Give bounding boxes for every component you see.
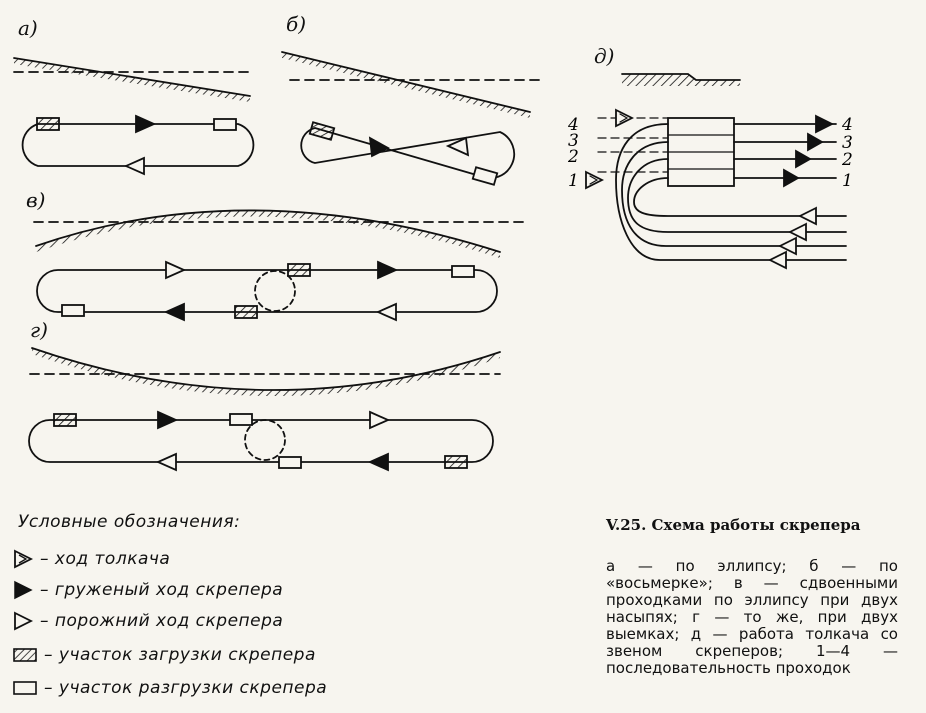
turn-circle-g	[244, 419, 286, 461]
empty-arrow-d2	[787, 222, 807, 242]
unloading-zone-v1	[451, 265, 475, 278]
empty-arrow-d1	[797, 206, 817, 226]
dashed-approach-lines-d	[597, 117, 669, 173]
loaded-arrow-v1	[377, 260, 399, 280]
legend-title: Условные обозначения:	[18, 512, 241, 532]
unloading-zone-b	[471, 166, 499, 186]
empty-arrow-g1	[369, 410, 391, 430]
pass-number-left-4: 4	[567, 115, 579, 135]
loading-zone-v1	[287, 263, 311, 277]
legend-text-unloading: – участок разгрузки скрепера	[44, 678, 328, 698]
empty-arrow-b	[445, 136, 470, 157]
loaded-arrow-d2	[795, 149, 812, 169]
loading-zone-b	[308, 121, 336, 141]
panel-b-graphic	[281, 51, 541, 186]
panel-label-b: б)	[286, 12, 307, 36]
loaded-arrow-d3	[807, 132, 824, 152]
loaded-arrow-g2	[367, 452, 389, 472]
open-triangle-icon	[14, 611, 34, 631]
loaded-arrow-g1	[157, 410, 179, 430]
loaded-arrow-v2	[163, 302, 185, 322]
ground-hatch-g	[32, 348, 500, 397]
empty-arrow-d4	[767, 250, 787, 270]
pass-number-left-2: 2	[567, 147, 579, 167]
work-zone-dividers-d	[667, 134, 735, 170]
legend-item-loading: – участок загрузки скрепера	[12, 642, 316, 668]
loading-zone-g1	[53, 413, 77, 427]
pass-number-right-4: 4	[841, 115, 853, 135]
unloading-zone-v2	[61, 304, 85, 317]
pass-number-right-3: 3	[842, 133, 853, 153]
pass-numbers-left: 4 3 2 1	[567, 115, 579, 191]
turn-circle-v	[254, 270, 296, 312]
ground-hatch-d	[622, 74, 740, 86]
loaded-arrow-d4	[815, 114, 835, 134]
return-curve-d1	[633, 177, 847, 217]
pass-number-left-1: 1	[568, 171, 579, 191]
legend-item-pusher: – ход толкача	[12, 546, 170, 572]
panel-v-graphic	[33, 209, 527, 322]
ground-arc-g	[31, 347, 501, 391]
legend-text-pusher: – ход толкача	[40, 549, 171, 569]
return-curve-d4	[615, 123, 847, 261]
panel-label-v: в)	[26, 188, 46, 212]
empty-rectangle-icon	[13, 681, 37, 695]
legend-text-loaded: – груженый ход скрепера	[40, 580, 284, 600]
loading-zone-v2	[234, 305, 258, 319]
route-figure-eight-b	[300, 127, 516, 180]
ground-hatch-b	[282, 52, 530, 118]
unloading-zone-g2	[278, 456, 302, 469]
empty-arrow-d3	[777, 236, 797, 256]
figure-caption-body: а — по эллипсу; б — по «восьмерке»; в — …	[606, 557, 898, 677]
loaded-arrow-a	[135, 114, 157, 134]
filled-triangle-icon	[14, 580, 33, 600]
pass-number-right-2: 2	[841, 150, 853, 170]
pass-number-left-3: 3	[568, 131, 579, 151]
return-curve-d2	[627, 158, 847, 233]
loading-zone-a	[36, 117, 60, 131]
legend-text-empty: – порожний ход скрепера	[40, 611, 284, 631]
loaded-arrow-d1	[783, 168, 800, 188]
ground-hatch-a	[14, 58, 250, 102]
panel-a-graphic	[13, 57, 255, 176]
pusher-icon-d-top	[615, 108, 635, 128]
legend-item-unloading: – участок разгрузки скрепера	[12, 675, 327, 701]
legend-item-loaded: – груженый ход скрепера	[12, 577, 283, 603]
legend-text-loading: – участок загрузки скрепера	[44, 645, 316, 665]
panel-label-a: а)	[18, 16, 38, 40]
panel-d-graphic	[585, 73, 847, 270]
empty-arrow-v1	[165, 260, 187, 280]
empty-arrow-a	[123, 156, 145, 176]
legend-item-empty: – порожний ход скрепера	[12, 608, 283, 634]
pass-number-right-1: 1	[842, 171, 853, 191]
pusher-icon-d-bottom	[585, 170, 605, 190]
pusher-triangle-icon	[14, 549, 34, 569]
loaded-pass-lines-d	[733, 123, 837, 179]
route-ellipse-v	[36, 269, 498, 313]
empty-arrow-v2	[375, 302, 397, 322]
route-ellipse-a	[21, 123, 255, 167]
hatched-rectangle-icon	[13, 648, 37, 662]
ground-hatch-v	[36, 210, 500, 258]
figure-caption-title: V.25. Схема работы скрепера	[606, 516, 861, 534]
panel-label-g: г)	[30, 318, 48, 342]
route-ellipse-g	[28, 419, 494, 463]
unloading-zone-g1	[229, 413, 253, 426]
panel-label-d: д)	[594, 44, 615, 68]
loading-zone-g2	[444, 455, 468, 469]
unloading-zone-a	[213, 118, 237, 131]
panel-g-graphic	[28, 347, 501, 472]
pass-numbers-right: 4 3 2 1	[841, 115, 853, 191]
empty-arrow-g2	[155, 452, 177, 472]
loaded-arrow-b	[368, 136, 390, 158]
return-curve-d3	[621, 141, 847, 247]
